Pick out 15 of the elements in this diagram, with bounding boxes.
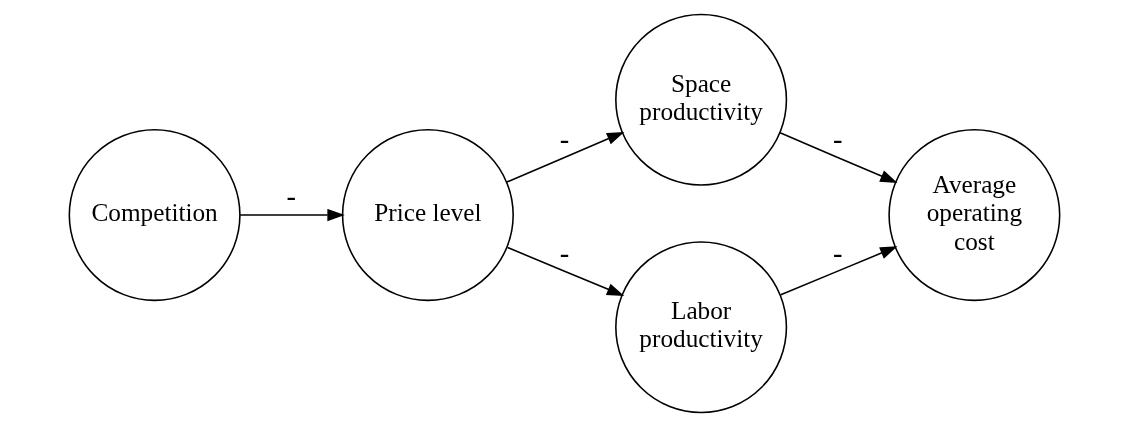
edge-label: - xyxy=(286,181,296,213)
node-circle: Space productivity xyxy=(615,13,788,186)
edge-label: - xyxy=(559,238,570,270)
node-circle: Competition xyxy=(68,129,241,302)
node-circle: Price level xyxy=(341,129,514,302)
arrow xyxy=(239,209,345,222)
node-circle: Average operating cost xyxy=(888,129,1061,302)
edge-label: - xyxy=(833,238,843,270)
arrow xyxy=(506,246,625,296)
arrow xyxy=(506,131,625,183)
edge-label: - xyxy=(833,124,843,156)
node-circle: Labor productivity xyxy=(615,241,788,414)
arrow xyxy=(779,132,898,183)
arrow xyxy=(780,246,898,296)
edge-label: - xyxy=(559,124,570,156)
